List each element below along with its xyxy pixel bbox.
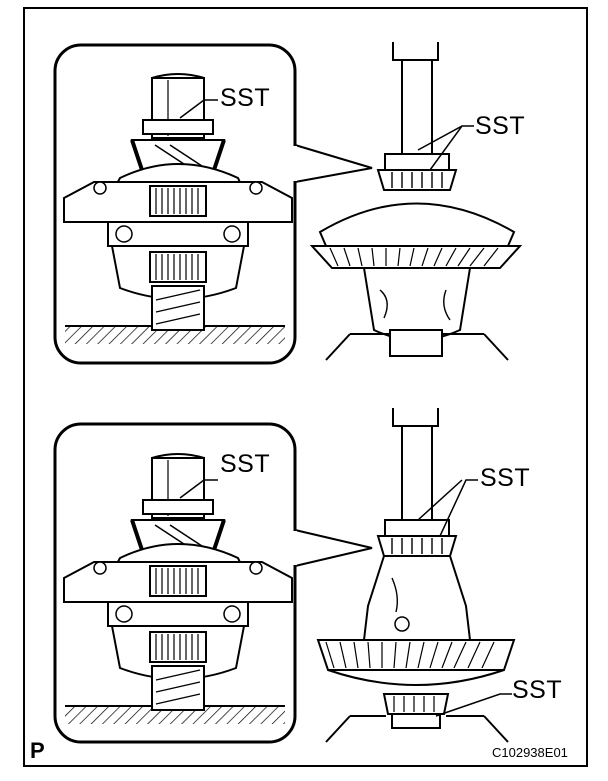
figure-frame xyxy=(23,7,588,767)
bottom-main-sst-label-upper: SST xyxy=(480,464,531,492)
bottom-panel xyxy=(53,408,516,744)
bottom-lower-leader xyxy=(435,693,512,717)
top-panel xyxy=(53,42,523,365)
bottom-inset-leader xyxy=(179,479,218,499)
top-inset-ground xyxy=(65,326,285,344)
bottom-inset-ground xyxy=(65,706,285,724)
top-main-sst-label: SST xyxy=(475,112,526,140)
bottom-callout-wedge xyxy=(294,529,373,567)
figure-code: C102938E01 xyxy=(492,745,568,760)
top-press xyxy=(309,42,523,361)
top-inset-sst-label: SST xyxy=(220,84,271,112)
corner-mark: P xyxy=(30,738,45,763)
bottom-main-leader-b xyxy=(439,479,478,537)
top-main-leader xyxy=(417,125,463,151)
bottom-inset-sst-label: SST xyxy=(220,450,271,478)
bottom-press xyxy=(316,408,516,743)
top-inset-leader xyxy=(179,99,218,119)
bottom-main-sst-label-lower: SST xyxy=(512,676,563,704)
bottom-main-leader-a xyxy=(417,479,463,521)
top-callout-wedge xyxy=(294,144,373,183)
